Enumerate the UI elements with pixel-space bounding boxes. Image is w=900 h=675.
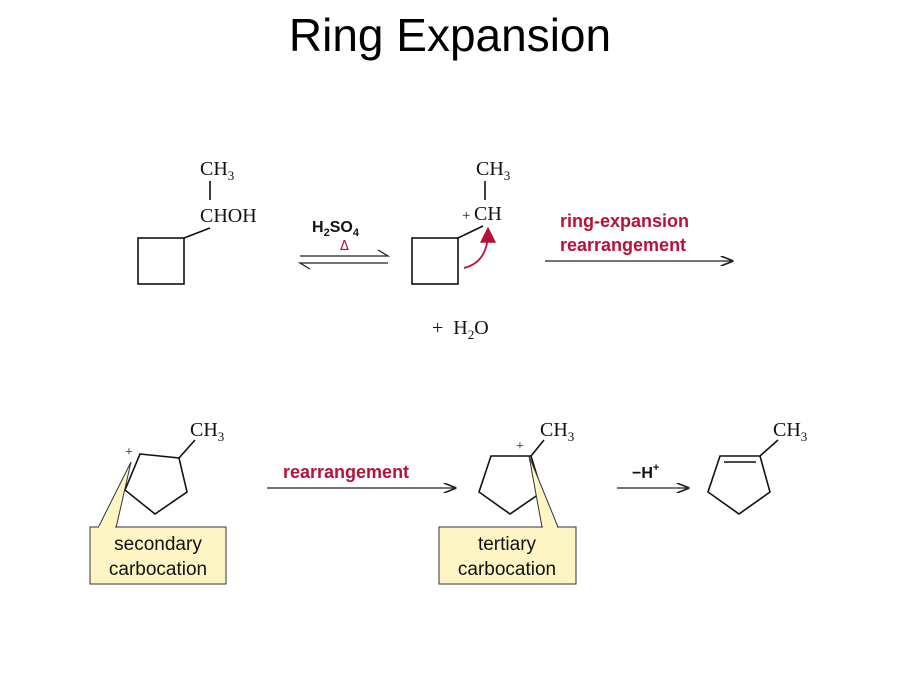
deprotonation-label: −H+ bbox=[632, 462, 659, 482]
secondary-callout: secondary carbocation bbox=[89, 461, 227, 585]
cyclobutane-ring bbox=[411, 237, 459, 285]
ring-expansion-step: ring-expansion rearrangement bbox=[545, 211, 732, 261]
step-label-line1: ring-expansion bbox=[560, 211, 689, 231]
bond bbox=[530, 439, 545, 457]
methyl-label: CH3 bbox=[540, 419, 574, 444]
methyl-label: CH3 bbox=[190, 419, 224, 444]
equilibrium-step: H2SO4 Δ bbox=[297, 219, 391, 270]
step-label: rearrangement bbox=[283, 462, 409, 482]
reverse-arrow bbox=[297, 262, 388, 270]
cyclopentane-ring bbox=[478, 455, 543, 515]
rearrangement-step: rearrangement bbox=[267, 462, 455, 488]
deprotonation-step: −H+ bbox=[617, 462, 688, 488]
methyl-label: CH3 bbox=[476, 158, 510, 183]
step-label-line2: rearrangement bbox=[560, 235, 686, 255]
callout-line2: carbocation bbox=[458, 559, 556, 580]
secondary-carbocation: CH3 + bbox=[124, 419, 224, 515]
bond bbox=[183, 227, 211, 239]
callout-line1: tertiary bbox=[478, 534, 537, 555]
heat-symbol: Δ bbox=[340, 239, 349, 254]
methyl-label: CH3 bbox=[200, 158, 234, 183]
bond bbox=[457, 225, 484, 239]
callout-line2: carbocation bbox=[109, 559, 207, 580]
water-byproduct: +H2O bbox=[432, 317, 489, 342]
cyclopentane-ring bbox=[124, 453, 188, 515]
charge-plus: + bbox=[125, 445, 133, 460]
curved-migration-arrow bbox=[463, 226, 497, 269]
charge-plus: + bbox=[516, 439, 524, 454]
cyclobutyl-carbinol: CH3 CHOH bbox=[137, 158, 257, 285]
bond bbox=[759, 439, 779, 457]
carbinol-label: CHOH bbox=[200, 205, 257, 227]
charge-plus: + bbox=[462, 208, 470, 224]
cyclobutane-ring bbox=[137, 237, 185, 285]
methylcyclopentene: CH3 bbox=[707, 419, 807, 515]
bond bbox=[178, 439, 196, 459]
acid-reagent: H2SO4 bbox=[312, 219, 360, 239]
cyclobutyl-cation: CH3 + CH bbox=[411, 158, 510, 285]
cyclopentene-ring bbox=[707, 455, 771, 515]
cation-carbon-label: CH bbox=[474, 203, 502, 225]
page-title: Ring Expansion bbox=[288, 9, 612, 61]
forward-arrow bbox=[300, 249, 391, 257]
callout-line1: secondary bbox=[114, 534, 202, 555]
methyl-label: CH3 bbox=[773, 419, 807, 444]
tertiary-carbocation: CH3 + bbox=[478, 419, 574, 515]
tertiary-callout: tertiary carbocation bbox=[438, 455, 577, 585]
